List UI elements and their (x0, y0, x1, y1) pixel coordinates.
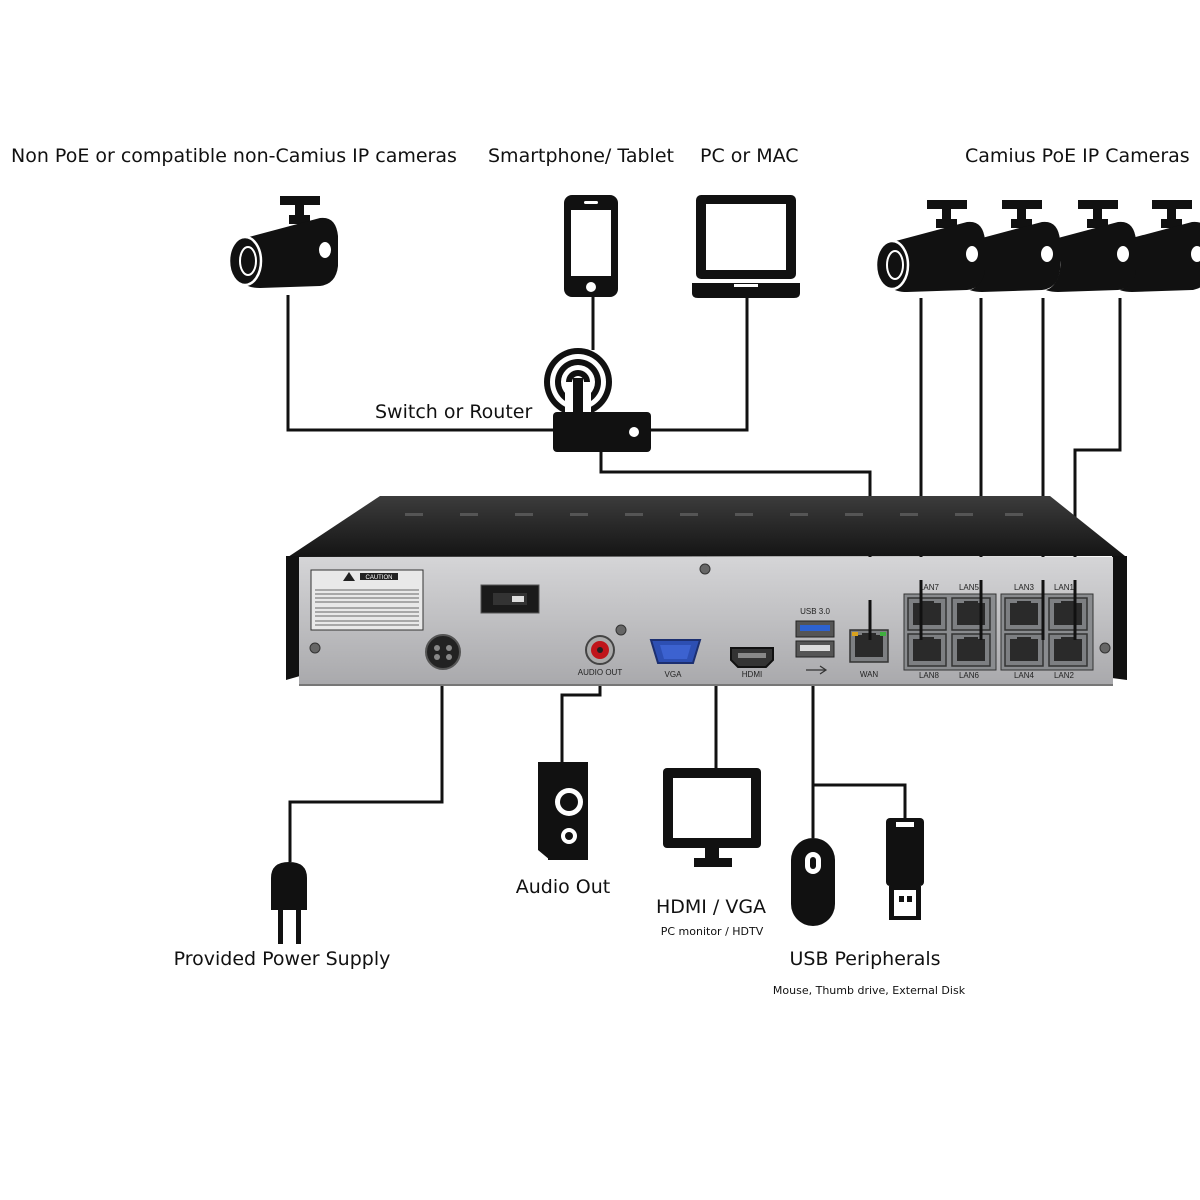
poe-cameras-group (874, 198, 1200, 294)
label-smartphone-tablet: Smartphone/ Tablet (488, 145, 674, 167)
smartphone-icon (564, 195, 618, 297)
wifi-signal-icon (544, 348, 612, 418)
wan-port-label: WAN (860, 670, 879, 679)
lan2-label: LAN2 (1054, 671, 1075, 680)
power-jack (425, 634, 461, 670)
audio-out-port: AUDIO OUT (578, 635, 623, 677)
speaker-icon (538, 762, 588, 860)
bullet-camera-icon (874, 198, 987, 294)
label-hdmi-vga-sub: PC monitor / HDTV (660, 925, 764, 938)
label-power-supply: Provided Power Supply (173, 948, 391, 970)
label-pc-mac: PC or MAC (700, 145, 799, 167)
laptop-icon (692, 195, 800, 298)
label-usb-peripherals-sub: Mouse, Thumb drive, External Disk (772, 984, 966, 997)
label-audio-out: Audio Out (515, 876, 611, 898)
power-plug-icon (271, 862, 307, 944)
caution-sticker: CAUTION (310, 569, 424, 631)
router-icon (553, 412, 651, 452)
label-poe-cameras: Camius PoE IP Cameras (965, 145, 1190, 167)
bullet-camera-icon (227, 194, 340, 290)
usb-drive-icon (886, 818, 924, 920)
monitor-icon (663, 768, 761, 867)
lan4-label: LAN4 (1014, 671, 1035, 680)
hdmi-port-label: HDMI (742, 670, 762, 679)
lan8-label: LAN8 (919, 671, 940, 680)
line-power (288, 660, 444, 862)
audio-out-port-label: AUDIO OUT (578, 668, 623, 677)
lan6-label: LAN6 (959, 671, 980, 680)
lan1-label: LAN1 (1054, 583, 1075, 592)
label-switch-router: Switch or Router (375, 401, 533, 423)
lan7-label: LAN7 (919, 583, 940, 592)
line-camera-to-router (286, 295, 555, 432)
caution-text: CAUTION (366, 575, 393, 581)
usb-ports: USB 3.0 (795, 607, 835, 675)
lan5-label: LAN5 (959, 583, 980, 592)
usb-label: USB 3.0 (800, 607, 830, 616)
power-switch (480, 584, 540, 614)
label-usb-peripherals: USB Peripherals (789, 948, 941, 970)
wan-port: WAN (849, 629, 889, 679)
nvr-unit: CAUTION (286, 496, 1127, 686)
vga-port: VGA (649, 639, 702, 679)
label-hdmi-vga: HDMI / VGA (655, 896, 767, 918)
mouse-icon (791, 838, 835, 926)
label-non-poe-cameras: Non PoE or compatible non-Camius IP came… (11, 145, 457, 167)
hdmi-port: HDMI (730, 647, 774, 679)
line-pc-to-router (650, 296, 749, 432)
line-usb-branch (813, 783, 907, 818)
lan3-label: LAN3 (1014, 583, 1035, 592)
vga-port-label: VGA (665, 670, 683, 679)
